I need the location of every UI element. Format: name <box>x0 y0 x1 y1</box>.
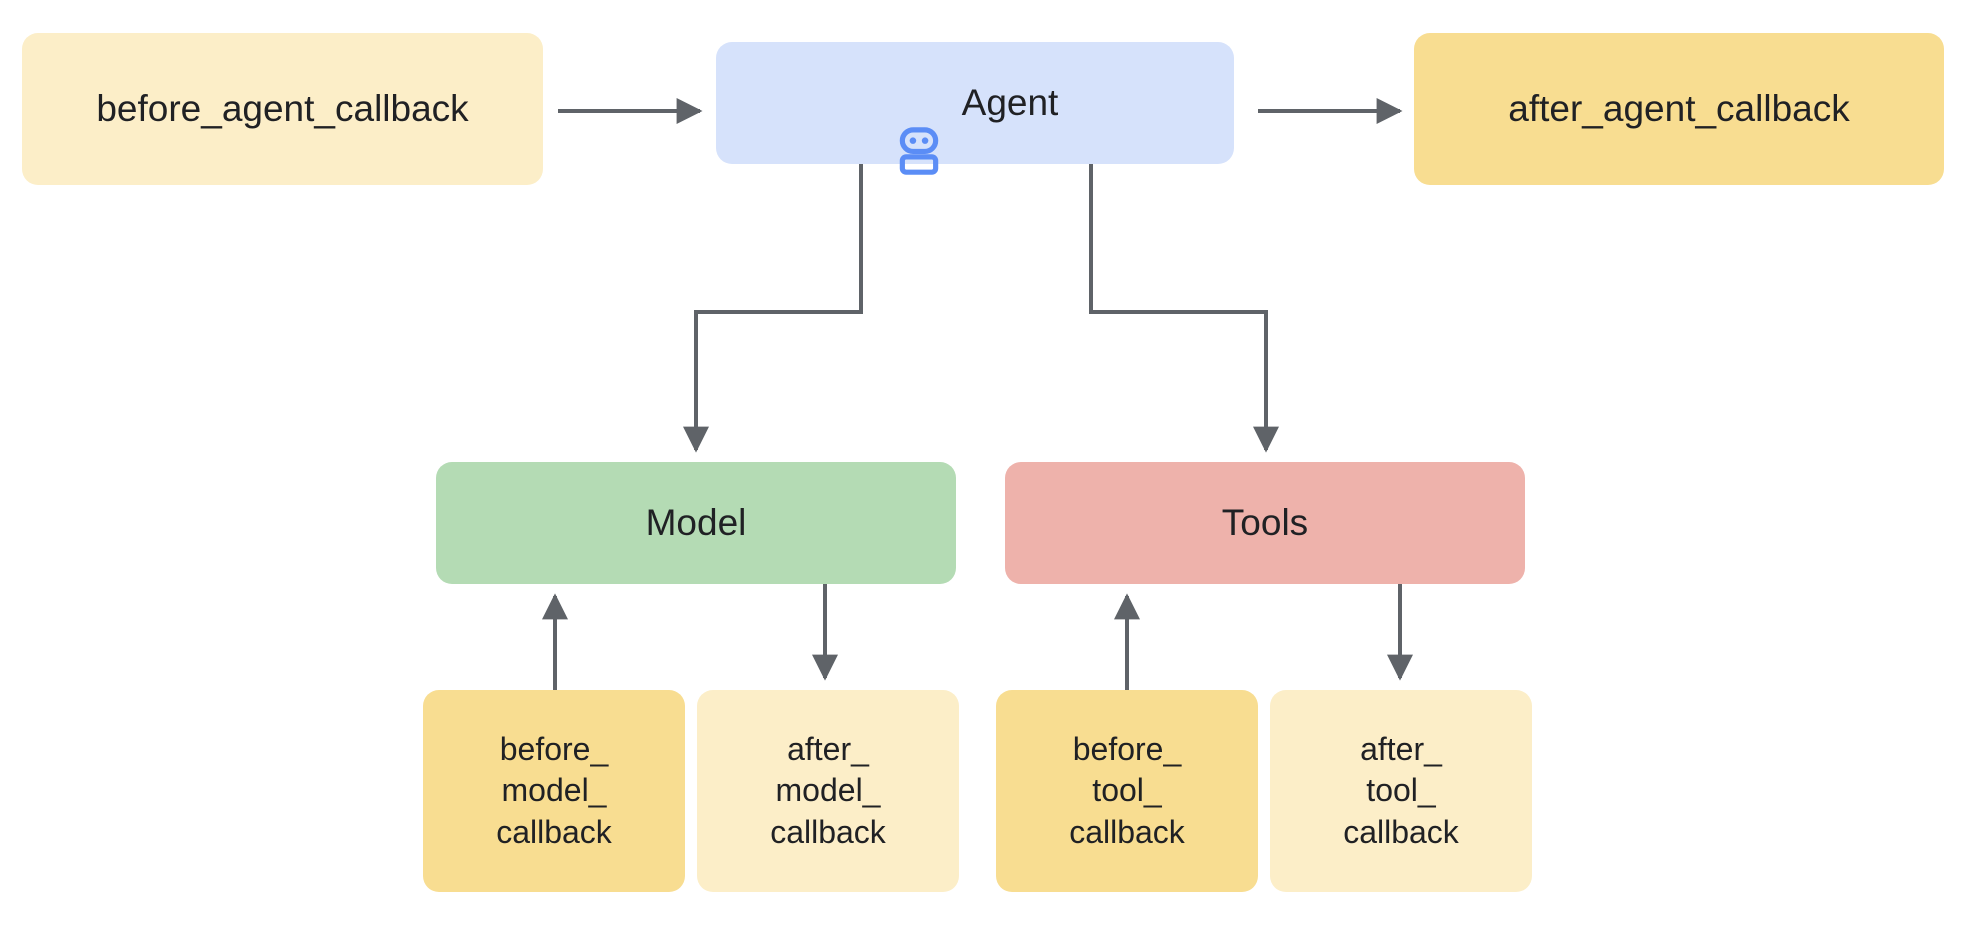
node-before-tool-callback[interactable]: before_ tool_ callback <box>996 690 1258 892</box>
node-after-tool-callback[interactable]: after_ tool_ callback <box>1270 690 1532 892</box>
node-model[interactable]: Model <box>436 462 956 584</box>
node-label-tools: Tools <box>1221 501 1309 543</box>
connector-agent-to-model <box>683 164 863 453</box>
node-label-after-agent-callback: after_agent_callback <box>1508 87 1850 129</box>
node-after-model-callback[interactable]: after_ model_ callback <box>697 690 959 892</box>
node-label-after-model-callback: after_ model_ callback <box>770 730 886 850</box>
node-label-before-agent-callback: before_agent_callback <box>96 87 469 129</box>
agent-row: Agent <box>892 76 1059 175</box>
node-before-model-callback[interactable]: before_ model_ callback <box>423 690 685 892</box>
robot-icon <box>892 76 946 175</box>
node-label-before-model-callback: before_ model_ callback <box>496 730 612 850</box>
connector-agent-to-tools <box>1089 164 1279 453</box>
node-before-agent-callback[interactable]: before_agent_callback <box>22 33 543 185</box>
node-after-agent-callback[interactable]: after_agent_callback <box>1414 33 1944 185</box>
node-agent[interactable]: Agent <box>716 42 1234 175</box>
node-tools[interactable]: Tools <box>1005 462 1525 584</box>
node-label-model: Model <box>645 501 747 543</box>
node-label-before-tool-callback: before_ tool_ callback <box>1069 730 1185 850</box>
node-label-agent: Agent <box>961 81 1059 123</box>
node-label-after-tool-callback: after_ tool_ callback <box>1343 730 1459 850</box>
